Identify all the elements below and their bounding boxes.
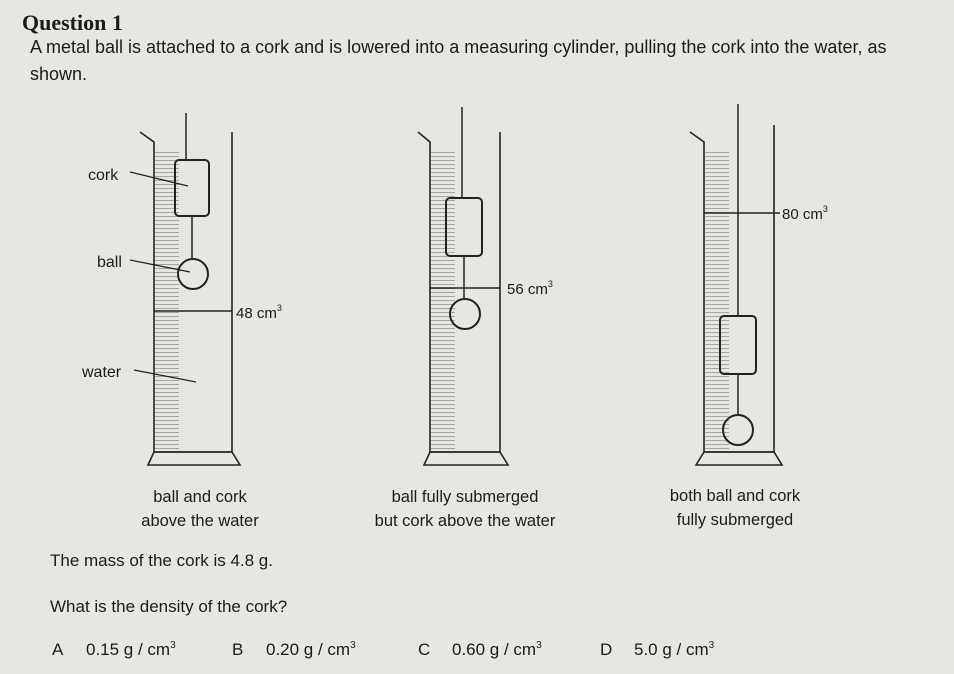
- option-d-value: 5.0 g / cm: [634, 640, 709, 659]
- caption-1-line1: ball and cork: [153, 488, 247, 506]
- option-d[interactable]: D 5.0 g / cm3: [600, 640, 714, 660]
- option-a-value: 0.15 g / cm: [86, 640, 171, 659]
- cylinder-1: [129, 113, 242, 466]
- option-b-exponent: 3: [350, 640, 356, 651]
- caption-3-line2: fully submerged: [676, 511, 794, 529]
- volume-label-3: 80 cm3: [782, 204, 828, 223]
- option-b-value: 0.20 g / cm: [266, 640, 351, 659]
- ball-label: ball: [97, 254, 122, 271]
- option-d-letter: D: [600, 640, 613, 659]
- option-a-exponent: 3: [170, 640, 176, 651]
- question-title: Question 1: [22, 10, 123, 35]
- caption-3: both ball and cork fully submerged: [640, 484, 830, 532]
- volume-label-2: 56 cm3: [507, 279, 553, 298]
- cylinder-2: [417, 107, 510, 466]
- cork-label: cork: [88, 167, 119, 184]
- option-c-value: 0.60 g / cm: [452, 640, 537, 659]
- option-a[interactable]: A 0.15 g / cm3: [52, 640, 176, 660]
- cylinder-3: [689, 104, 784, 466]
- mass-statement: The mass of the cork is 4.8 g.: [50, 551, 273, 570]
- option-c-exponent: 3: [536, 640, 542, 651]
- caption-2: ball fully submerged but cork above the …: [345, 485, 585, 533]
- question-stem: A metal ball is attached to a cork and i…: [30, 37, 887, 84]
- option-d-exponent: 3: [708, 640, 715, 651]
- caption-1-line2: above the water: [141, 512, 259, 530]
- option-c[interactable]: C 0.60 g / cm3: [418, 640, 542, 660]
- caption-3-line1: both ball and cork: [669, 487, 801, 505]
- option-c-letter: C: [418, 640, 431, 659]
- option-a-letter: A: [52, 640, 64, 659]
- volume-label-1: 48 cm3: [236, 303, 282, 322]
- question-prompt: What is the density of the cork?: [50, 597, 288, 616]
- caption-1: ball and cork above the water: [110, 485, 290, 533]
- water-label: water: [81, 364, 122, 381]
- caption-2-line1: ball fully submerged: [391, 488, 539, 506]
- caption-2-line2: but cork above the water: [374, 512, 556, 530]
- option-b[interactable]: B 0.20 g / cm3: [232, 640, 356, 660]
- option-b-letter: B: [232, 640, 244, 659]
